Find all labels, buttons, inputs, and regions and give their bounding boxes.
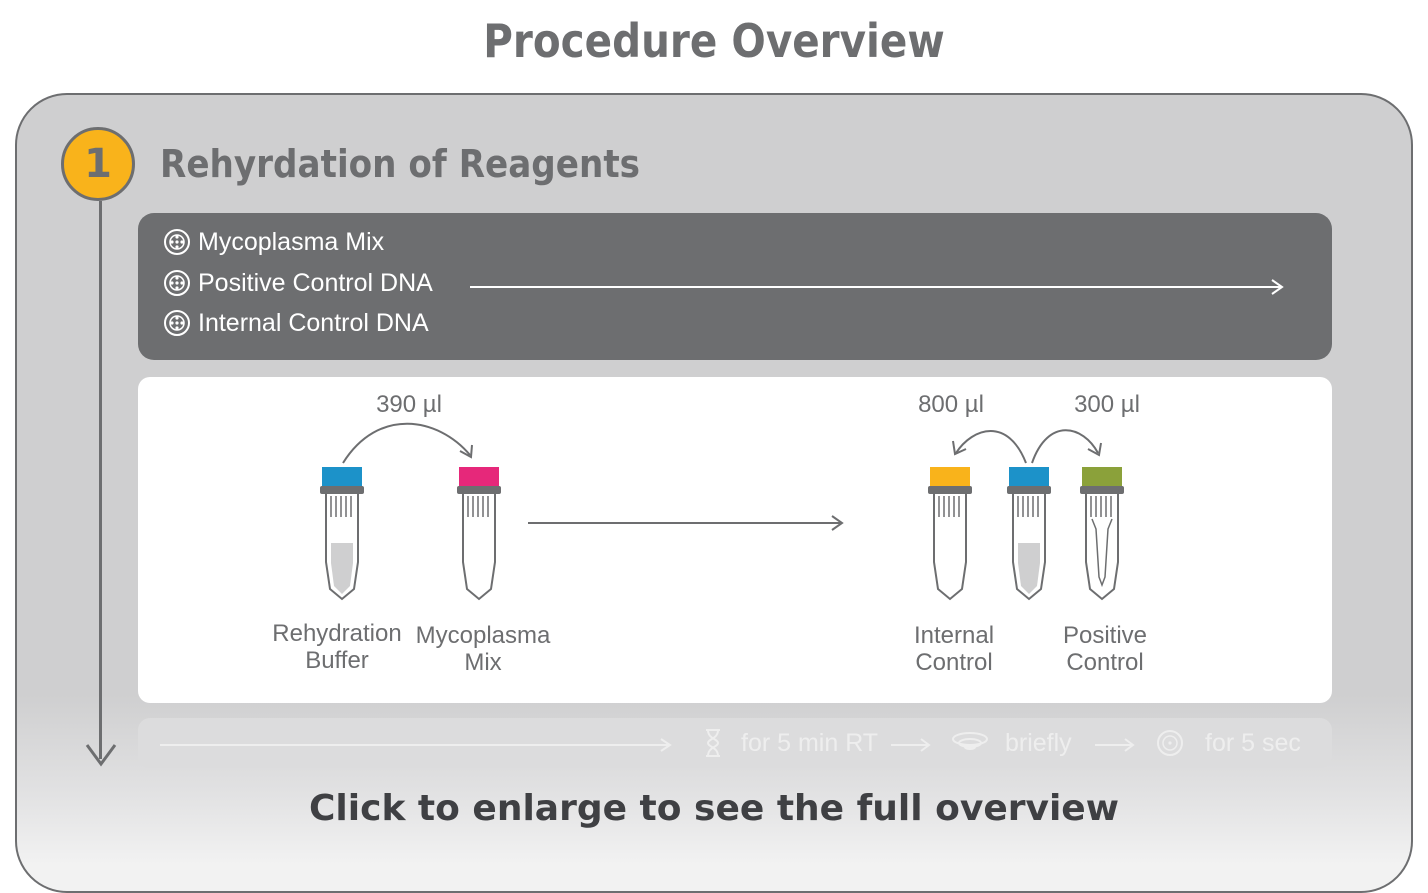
tube-label-line: Control [1066,649,1144,676]
next-step-box: for 5 min RT briefly for 5 sec [138,718,1332,768]
tube-label: Rehydration Buffer [262,620,412,674]
transfer-arrow [1031,429,1099,464]
reagent-item: Mycoplasma Mix [162,227,384,257]
centrifuge-icon [952,732,988,750]
reagent-label: Positive Control DNA [198,268,433,297]
hourglass-icon [706,729,720,757]
tube-label-line: Control [915,649,993,676]
reagent-item: Internal Control DNA [162,308,429,338]
volume-label: 800 µl [918,391,984,418]
tube-label-line: Buffer [305,647,369,674]
rehydration-buffer-tube [319,466,365,600]
tube-label-line: Mycoplasma [415,622,551,649]
arrow-right-icon [831,515,844,531]
step-title: Rehyrdation of Reagents [160,142,641,186]
reagent-item: Positive Control DNA [162,268,433,298]
enlarge-link[interactable]: Click to enlarge to see the full overvie… [309,788,1119,829]
positive-control-tube [1079,466,1125,600]
arrow-right-icon [891,738,931,752]
vortex-icon [164,310,190,336]
arrow-right-icon [1095,738,1135,752]
reagent-label: Internal Control DNA [198,308,429,337]
timeline-arrow-icon [85,744,117,767]
tube-diagram-box: 390 µl 800 µl 300 µl Rehydration Buffer … [138,377,1332,703]
step-timeline [99,201,102,759]
page-title: Procedure Overview [483,14,945,68]
transfer-arrow [955,430,1027,464]
volume-label: 390 µl [376,391,442,418]
step-number-badge: 1 [61,127,135,201]
tube-label: Mycoplasma Mix [408,622,558,676]
transfer-arrow [342,422,471,464]
tube-diagram [319,422,1125,600]
arrow-right-icon [470,279,1284,295]
tube-label: Internal Control [884,622,1024,676]
volume-label: 300 µl [1074,391,1140,418]
tube-label-line: Positive [1062,622,1148,649]
tube-label: Positive Control [1035,622,1175,676]
reagent-label: Mycoplasma Mix [198,227,385,256]
incubate-text: for 5 min RT [741,729,879,757]
tube-label-line: Rehydration [272,620,402,647]
arrow-right-icon [160,738,672,752]
internal-control-tube [927,466,973,600]
vortex-icon [164,229,190,255]
vortex-icon [164,270,190,296]
vortex-icon [1157,730,1183,756]
vortex-text: for 5 sec [1205,729,1301,757]
reagent-list-box: Mycoplasma Mix Positive Control DNA Inte… [138,213,1332,360]
spin-text: briefly [1005,729,1072,757]
tube-label-line: Internal [913,622,995,649]
source-tube [1006,466,1052,600]
tube-label-line: Mix [464,649,502,676]
mycoplasma-mix-tube [456,466,502,600]
